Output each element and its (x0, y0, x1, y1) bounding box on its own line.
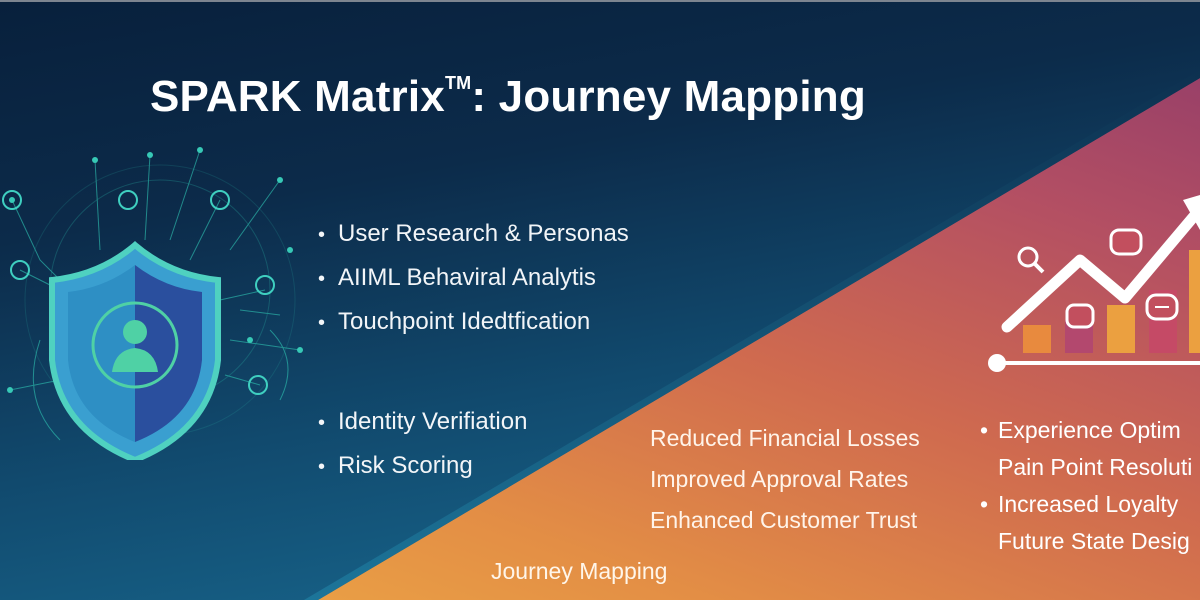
list-item: Touchpoint Idedtfication (318, 300, 629, 344)
security-list: Identity Verifiation Risk Scoring (318, 400, 527, 488)
benefit-item: Enhanced Customer Trust (650, 507, 918, 533)
outcome-item: Increased Loyalty (980, 486, 1192, 523)
list-item: Risk Scoring (318, 444, 527, 488)
benefits-list: Reduced Financial Losses Improved Approv… (650, 418, 920, 541)
capabilities-list: User Research & Personas AIIML Behaviral… (318, 212, 629, 344)
footer-label: Journey Mapping (491, 558, 668, 584)
outcome-item: Future State Desig (998, 528, 1190, 554)
benefit-item: Reduced Financial Losses (650, 425, 920, 451)
top-border (0, 0, 1200, 2)
list-item: Identity Verifiation (318, 400, 527, 444)
list-item: User Research & Personas (318, 212, 629, 256)
outcomes-list: Experience Optim Pain Point Resoluti Inc… (980, 412, 1192, 560)
outcome-item: Pain Point Resoluti (998, 454, 1193, 480)
growth-chart-feedback-icon (988, 195, 1200, 372)
shield-user-network-icon (2, 147, 303, 460)
outcome-item: Experience Optim (980, 412, 1192, 449)
list-item: AIIML Behaviral Analytis (318, 256, 629, 300)
benefit-item: Improved Approval Rates (650, 466, 909, 492)
page-title: SPARK MatrixTM: Journey Mapping (150, 72, 866, 121)
